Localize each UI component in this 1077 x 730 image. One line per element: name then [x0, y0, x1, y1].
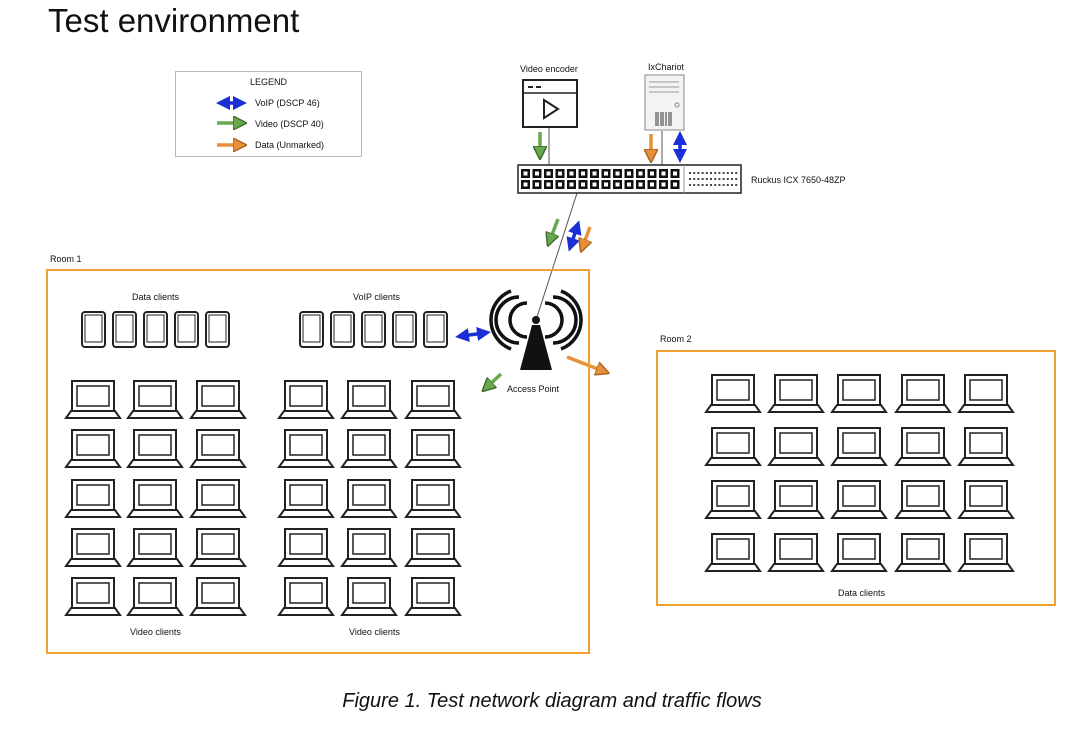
video-client-laptop-icon [340, 577, 398, 616]
video-client-laptop-icon [277, 528, 335, 567]
ap-data-arrow [566, 355, 603, 371]
video-client-laptop-icon [126, 429, 184, 468]
video-client-laptop-icon [340, 429, 398, 468]
video-client-laptop-icon [64, 479, 122, 518]
data-client-tablet-icon [205, 311, 230, 348]
room2-label: Room 2 [660, 334, 692, 344]
access-point-label: Access Point [507, 384, 560, 394]
room2-data-clients-label: Data clients [838, 588, 886, 598]
page-title: Test environment [48, 2, 300, 39]
video-client-laptop-icon [64, 429, 122, 468]
data-client-laptop-icon [704, 374, 762, 413]
room2-box [656, 350, 1056, 606]
video-client-laptop-icon [340, 528, 398, 567]
video-client-laptop-icon [189, 479, 247, 518]
video-client-laptop-icon [404, 528, 462, 567]
legend-data-label: Data (Unmarked) [255, 140, 325, 150]
data-client-laptop-icon [767, 480, 825, 519]
switch-label: Ruckus ICX 7650-48ZP [751, 175, 846, 185]
data-client-laptop-icon [767, 374, 825, 413]
video-encoder-label: Video encoder [520, 64, 578, 74]
ixchariot-server-icon [644, 74, 685, 131]
room1-video-clients-right-label: Video clients [349, 627, 400, 637]
voip-client-tablet-icon [330, 311, 355, 348]
video-client-laptop-icon [126, 528, 184, 567]
switch-icon [517, 164, 742, 194]
video-client-laptop-icon [64, 577, 122, 616]
uplink-voip-arrow [566, 220, 582, 252]
data-client-tablet-icon [143, 311, 168, 348]
legend-box [175, 71, 362, 157]
data-client-laptop-icon [830, 480, 888, 519]
ixchariot-label: IxChariot [648, 62, 685, 72]
data-client-laptop-icon [767, 533, 825, 572]
video-client-laptop-icon [340, 479, 398, 518]
video-client-laptop-icon [277, 577, 335, 616]
access-point-icon [489, 289, 583, 370]
data-client-tablet-icon [174, 311, 199, 348]
data-client-tablet-icon [112, 311, 137, 348]
data-client-laptop-icon [957, 427, 1015, 466]
data-client-tablet-icon [81, 311, 106, 348]
video-client-laptop-icon [277, 479, 335, 518]
video-client-laptop-icon [404, 429, 462, 468]
video-client-laptop-icon [340, 380, 398, 419]
room1-box [46, 269, 590, 654]
ap-video-arrow [487, 372, 503, 387]
uplink-cable [535, 189, 579, 321]
room1-label: Room 1 [50, 254, 82, 264]
video-client-laptop-icon [404, 380, 462, 419]
data-client-laptop-icon [830, 427, 888, 466]
video-client-laptop-icon [189, 577, 247, 616]
ap-voip-arrow [455, 327, 491, 342]
video-client-laptop-icon [126, 479, 184, 518]
data-client-laptop-icon [704, 533, 762, 572]
legend-voip-label: VoIP (DSCP 46) [255, 98, 320, 108]
video-encoder-icon [522, 79, 578, 128]
video-client-laptop-icon [64, 380, 122, 419]
video-client-laptop-icon [126, 577, 184, 616]
video-client-laptop-icon [189, 380, 247, 419]
data-client-laptop-icon [830, 374, 888, 413]
data-client-laptop-icon [957, 480, 1015, 519]
video-client-laptop-icon [189, 528, 247, 567]
data-client-laptop-icon [830, 533, 888, 572]
uplink-data-arrow [583, 226, 590, 246]
data-client-laptop-icon [894, 374, 952, 413]
room1-data-clients-label: Data clients [132, 292, 180, 302]
video-client-laptop-icon [404, 479, 462, 518]
data-client-laptop-icon [704, 427, 762, 466]
room1-voip-clients-label: VoIP clients [353, 292, 400, 302]
data-client-laptop-icon [894, 480, 952, 519]
video-client-laptop-icon [126, 380, 184, 419]
figure-caption: Figure 1. Test network diagram and traff… [342, 690, 762, 712]
video-client-laptop-icon [277, 429, 335, 468]
data-client-laptop-icon [957, 374, 1015, 413]
video-client-laptop-icon [404, 577, 462, 616]
legend-video-label: Video (DSCP 40) [255, 119, 324, 129]
uplink-video-arrow [550, 218, 560, 240]
room1-video-clients-left-label: Video clients [130, 627, 181, 637]
legend-title: LEGEND [249, 77, 287, 87]
data-client-laptop-icon [894, 427, 952, 466]
video-client-laptop-icon [277, 380, 335, 419]
video-client-laptop-icon [64, 528, 122, 567]
voip-client-tablet-icon [392, 311, 417, 348]
data-client-laptop-icon [894, 533, 952, 572]
voip-client-tablet-icon [361, 311, 386, 348]
data-client-laptop-icon [957, 533, 1015, 572]
voip-client-tablet-icon [423, 311, 448, 348]
data-client-laptop-icon [704, 480, 762, 519]
video-client-laptop-icon [189, 429, 247, 468]
data-client-laptop-icon [767, 427, 825, 466]
voip-client-tablet-icon [299, 311, 324, 348]
